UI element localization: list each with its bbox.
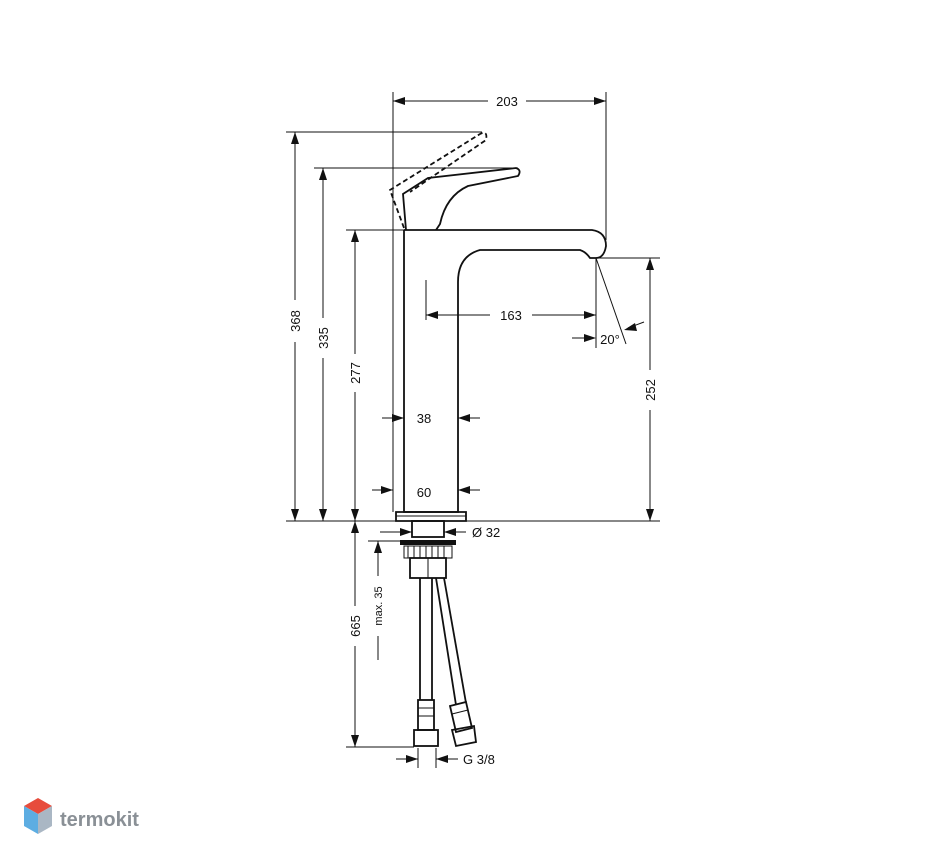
dim-base-diameter: Ø 32 xyxy=(472,525,500,540)
termokit-logo: termokit xyxy=(24,798,139,834)
dim-top-width: 203 xyxy=(496,94,518,109)
dim-handle-height: 335 xyxy=(316,327,331,349)
dim-body-width: 38 xyxy=(417,411,431,426)
dim-body-height: 277 xyxy=(348,362,363,384)
dim-spout-reach: 163 xyxy=(500,308,522,323)
dim-spout-height: 252 xyxy=(643,379,658,401)
mounting-assembly xyxy=(400,520,477,748)
logo-text: termokit xyxy=(60,809,139,831)
dim-base-width: 60 xyxy=(417,485,431,500)
dim-below-length: 665 xyxy=(348,615,363,637)
dim-spout-angle: 20° xyxy=(600,332,620,347)
dimension-lines xyxy=(286,92,660,768)
dim-max-thickness: max. 35 xyxy=(373,586,385,625)
dim-connection: G 3/8 xyxy=(463,752,495,767)
dim-total-height: 368 xyxy=(288,310,303,332)
faucet-outline xyxy=(388,131,607,522)
cube-icon xyxy=(24,798,52,834)
